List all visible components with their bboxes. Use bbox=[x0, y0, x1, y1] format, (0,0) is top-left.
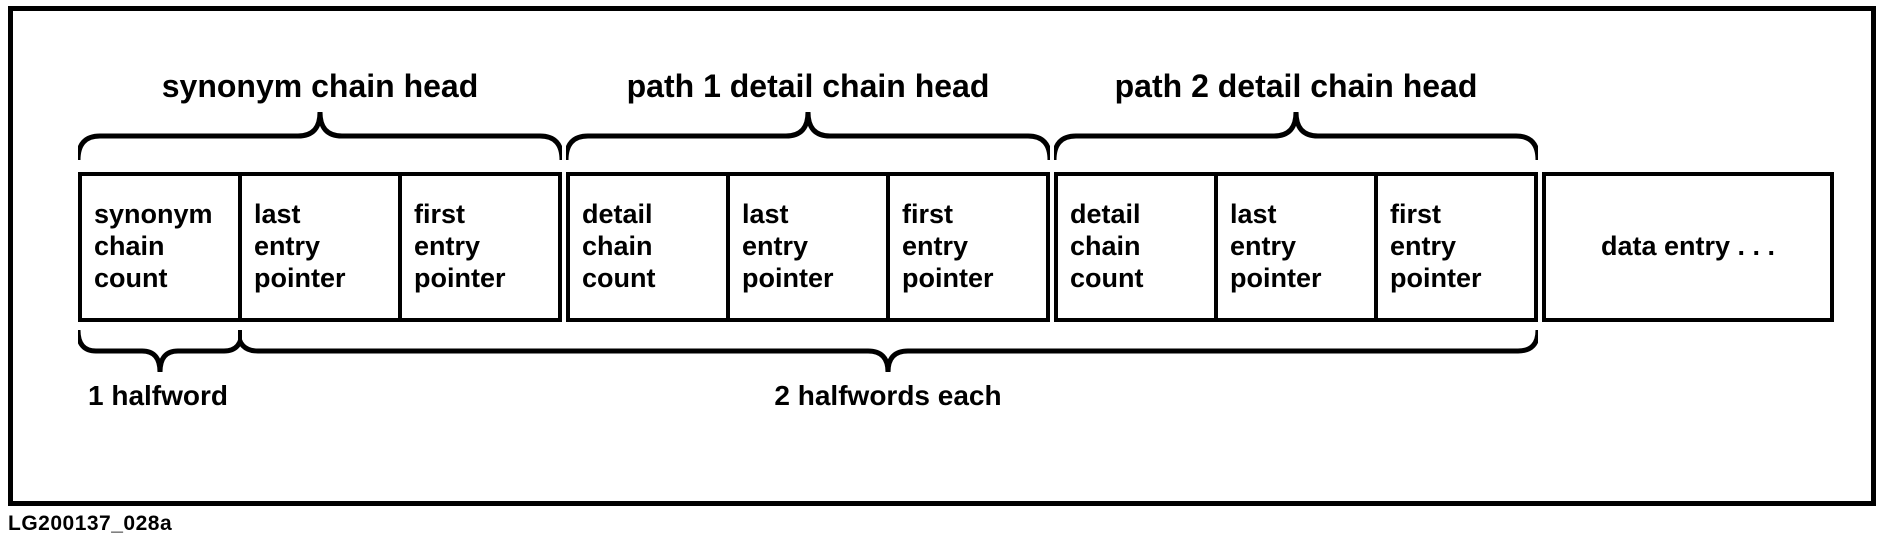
synonym-chain-head-cells: synonym chain count last entry pointer f… bbox=[78, 172, 562, 322]
cell-last-entry-pointer: last entry pointer bbox=[726, 172, 890, 322]
label-1-halfword: 1 halfword bbox=[87, 380, 229, 411]
cell-first-entry-pointer: first entry pointer bbox=[886, 172, 1050, 322]
cell-synonym-chain-count: synonym chain count bbox=[78, 172, 242, 322]
figure-caption: LG200137_028a bbox=[8, 512, 173, 535]
over-brace-path2-detail-chain-head bbox=[1054, 112, 1538, 160]
cell-data-entry: data entry . . . bbox=[1542, 172, 1834, 322]
over-brace-synonym-chain-head bbox=[78, 112, 562, 160]
label-2-halfwords-each: 2 halfwords each bbox=[774, 380, 1002, 411]
label-synonym-chain-head: synonym chain head bbox=[161, 68, 479, 104]
label-path1-detail-chain-head: path 1 detail chain head bbox=[626, 68, 990, 104]
label-path2-detail-chain-head: path 2 detail chain head bbox=[1114, 68, 1478, 104]
cell-detail-chain-count: detail chain count bbox=[1054, 172, 1218, 322]
cell-detail-chain-count: detail chain count bbox=[566, 172, 730, 322]
cell-last-entry-pointer: last entry pointer bbox=[1214, 172, 1378, 322]
cell-first-entry-pointer: first entry pointer bbox=[398, 172, 562, 322]
under-brace-1-halfword bbox=[78, 330, 242, 372]
under-brace-2-halfwords-each bbox=[238, 330, 1538, 372]
cell-last-entry-pointer: last entry pointer bbox=[238, 172, 402, 322]
path2-detail-chain-head-cells: detail chain count last entry pointer fi… bbox=[1054, 172, 1538, 322]
data-entry-cells: data entry . . . bbox=[1542, 172, 1834, 322]
over-brace-path1-detail-chain-head bbox=[566, 112, 1050, 160]
cell-first-entry-pointer: first entry pointer bbox=[1374, 172, 1538, 322]
path1-detail-chain-head-cells: detail chain count last entry pointer fi… bbox=[566, 172, 1050, 322]
